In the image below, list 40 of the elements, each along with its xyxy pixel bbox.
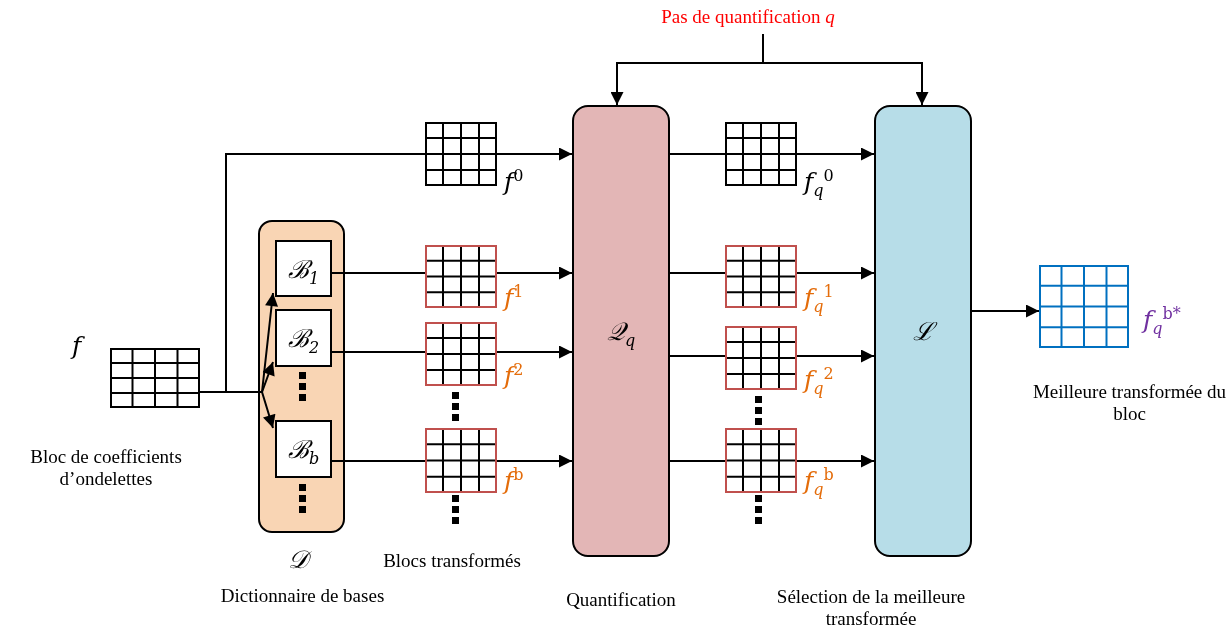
matrix-grid [425,245,497,308]
basis-box [275,420,332,478]
matrix-grid [1039,265,1129,348]
matrix-grid [725,245,797,308]
caption-text: Blocs transformés [382,550,522,572]
math-symbol: ℬ$_{b}$ [286,437,321,467]
arrow [496,454,573,468]
arrow [796,147,875,161]
arrow [796,454,875,468]
matrix-grid [425,122,497,186]
matrix-grid [725,428,797,493]
arrow [796,266,875,280]
math-label: f$^{2}$ [504,362,524,389]
basis-box [275,240,332,297]
math-symbol: ℬ$_{2}$ [286,326,321,356]
math-symbol: ℬ$_{1}$ [286,256,321,287]
arrow [496,345,573,359]
math-label: f$^{b}$ [504,467,524,494]
process-block [572,105,670,557]
arrow [796,349,875,363]
math-label: f$^{0}$ [504,168,524,195]
matrix-grid [425,322,497,386]
math-symbol: 𝒬$_{q}$ [605,319,637,349]
basis-box [275,309,332,367]
matrix-grid [725,122,797,186]
caption-text: Meilleure transformée du bloc [1031,381,1228,425]
arrow [496,147,573,161]
matrix-grid [110,348,200,408]
caption-text: Quantification [565,589,677,611]
math-label: f$^{1}$ [504,284,524,311]
matrix-grid [725,326,797,390]
caption-text: Bloc de coefficients d’ondelettes [29,446,183,490]
math-symbol: ℒ [876,319,970,344]
caption-text: Sélection de la meilleure transformée [775,586,967,630]
parameter-label: Pas de quantification q [660,6,836,28]
arrow [971,304,1040,318]
process-block [874,105,972,557]
caption-text: Dictionnaire de bases [219,585,386,607]
arrow [496,266,573,280]
matrix-grid [425,428,497,493]
